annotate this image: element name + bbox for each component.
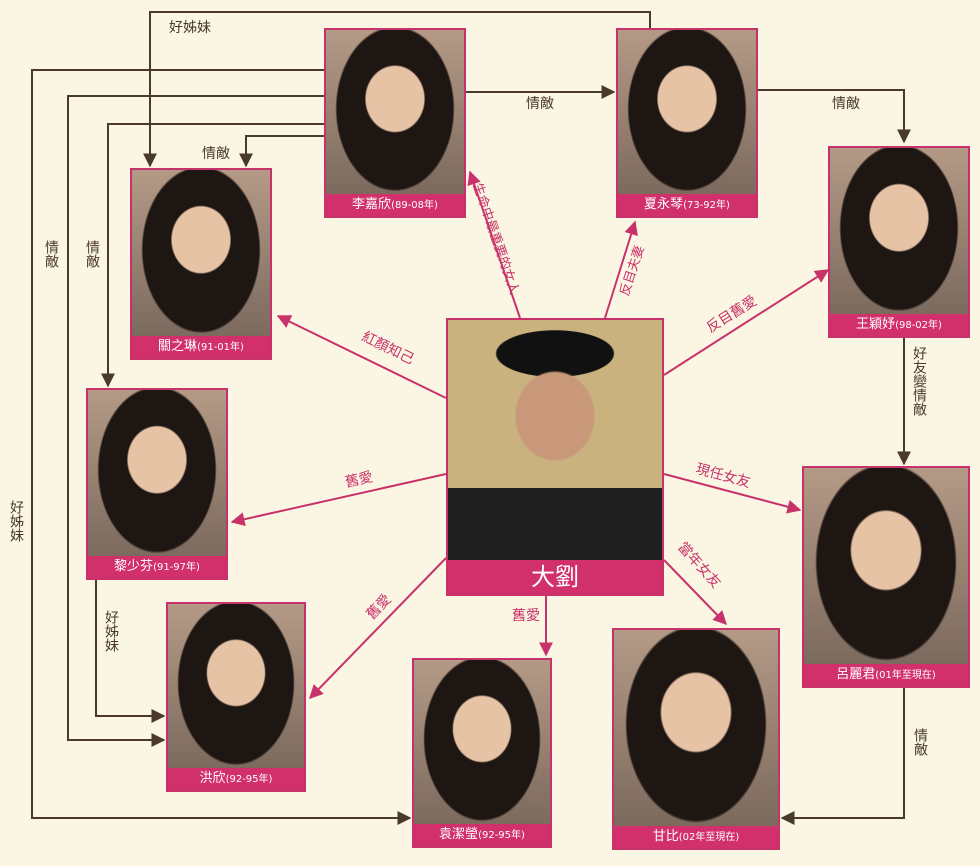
link-left-rival-mid bbox=[67, 95, 324, 747]
rel-to-hong: 舊愛 bbox=[364, 592, 395, 623]
link-left-rival-inner bbox=[101, 123, 324, 388]
rel-to-lv: 現任女友 bbox=[694, 460, 752, 491]
person-years: (92-95年) bbox=[225, 774, 273, 785]
person-label: 呂麗君(01年至現在) bbox=[804, 664, 968, 686]
portrait-lv bbox=[804, 468, 968, 664]
rel-li-he: 情敵 bbox=[526, 96, 554, 112]
person-name: 袁潔瑩 bbox=[439, 827, 479, 842]
portrait-wang bbox=[830, 148, 968, 314]
portrait-gan bbox=[614, 630, 778, 826]
person-name: 李嘉欣 bbox=[352, 197, 392, 212]
portrait-center bbox=[448, 320, 662, 560]
portrait-hong bbox=[168, 604, 304, 768]
person-name: 黎少芬 bbox=[114, 559, 154, 574]
rel-left-rival2: 情敵 bbox=[84, 240, 100, 268]
person-name: 呂麗君 bbox=[836, 667, 876, 682]
person-card-li2: 黎少芬(91-97年) bbox=[86, 388, 228, 580]
link-he-wang bbox=[758, 89, 911, 144]
rel-to-gan: 當年女友 bbox=[674, 538, 724, 591]
person-card-he: 夏永琴(73-92年) bbox=[616, 28, 758, 218]
rel-he-wang: 情敵 bbox=[832, 96, 860, 112]
rel-to-guan: 紅顏知己 bbox=[359, 328, 417, 368]
person-card-wang: 王穎妤(98-02年) bbox=[828, 146, 970, 338]
rel-left-sisters: 好姊妹 bbox=[8, 500, 24, 542]
center-person-card: 大劉 bbox=[446, 318, 664, 596]
person-name: 夏永琴 bbox=[644, 197, 684, 212]
link-top-sisters bbox=[143, 11, 651, 168]
person-label: 甘比(02年至現在) bbox=[614, 826, 778, 848]
rel-to-wang: 反目舊愛 bbox=[704, 293, 760, 336]
person-card-hong: 洪欣(92-95年) bbox=[166, 602, 306, 792]
link-li-guan bbox=[239, 135, 324, 168]
person-years: (73-92年) bbox=[683, 200, 730, 211]
rel-wang-lv: 好友變情敵 bbox=[911, 346, 927, 416]
rel-top-sisters: 好姊妹 bbox=[169, 20, 211, 36]
portrait-guan bbox=[132, 170, 270, 336]
arrow-to-li2 bbox=[230, 473, 447, 527]
link-lv-gan bbox=[780, 688, 905, 825]
person-name: 甘比 bbox=[652, 829, 679, 844]
person-name: 關之琳 bbox=[158, 339, 198, 354]
rel-li2-hong: 好姊妹 bbox=[103, 610, 119, 652]
person-years: (01年至現在) bbox=[875, 670, 936, 681]
arrow-to-gan bbox=[663, 559, 727, 626]
person-card-lv: 呂麗君(01年至現在) bbox=[802, 466, 970, 688]
portrait-li2 bbox=[88, 390, 226, 556]
person-card-yuan: 袁潔瑩(92-95年) bbox=[412, 658, 552, 848]
rel-lv-gan: 情敵 bbox=[912, 728, 928, 756]
arrow-to-he bbox=[604, 220, 638, 319]
arrow-to-guan bbox=[276, 315, 447, 399]
person-label: 洪欣(92-95年) bbox=[168, 768, 304, 790]
person-label: 夏永琴(73-92年) bbox=[618, 194, 756, 216]
person-years: (98-02年) bbox=[895, 320, 942, 331]
arrow-to-li bbox=[467, 170, 521, 319]
person-name: 洪欣 bbox=[199, 771, 226, 786]
person-card-li: 李嘉欣(89-08年) bbox=[324, 28, 466, 218]
person-label: 袁潔瑩(92-95年) bbox=[414, 824, 550, 846]
rel-to-yuan: 舊愛 bbox=[512, 608, 540, 624]
person-years: (92-95年) bbox=[478, 830, 525, 841]
link-li2-hong bbox=[95, 580, 166, 723]
arrow-to-lv bbox=[663, 473, 802, 514]
rel-left-rival1: 情敵 bbox=[43, 240, 59, 268]
person-label: 王穎妤(98-02年) bbox=[830, 314, 968, 336]
portrait-li bbox=[326, 30, 464, 194]
center-name: 大劉 bbox=[448, 560, 662, 594]
person-card-guan: 關之琳(91-01年) bbox=[130, 168, 272, 360]
portrait-he bbox=[618, 30, 756, 194]
person-label: 李嘉欣(89-08年) bbox=[326, 194, 464, 216]
arrow-to-wang bbox=[663, 269, 830, 376]
person-label: 關之琳(91-01年) bbox=[132, 336, 270, 358]
rel-to-yuan-text: 舊愛 bbox=[512, 608, 540, 624]
link-left-sisters-outer bbox=[31, 69, 412, 825]
portrait-yuan bbox=[414, 660, 550, 824]
person-years: (91-01年) bbox=[197, 342, 244, 353]
arrow-to-hong bbox=[309, 557, 447, 700]
rel-to-li: 生命中最重要的女人 bbox=[469, 181, 522, 297]
person-label: 黎少芬(91-97年) bbox=[88, 556, 226, 578]
person-name: 王穎妤 bbox=[856, 317, 896, 332]
person-years: (02年至現在) bbox=[678, 832, 740, 843]
rel-to-li2: 舊愛 bbox=[344, 469, 375, 491]
person-card-gan: 甘比(02年至現在) bbox=[612, 628, 780, 850]
person-years: (89-08年) bbox=[391, 200, 438, 211]
rel-li-guan: 情敵 bbox=[202, 146, 230, 162]
person-years: (91-97年) bbox=[153, 562, 200, 573]
rel-to-he: 反目夫妻 bbox=[618, 244, 648, 298]
